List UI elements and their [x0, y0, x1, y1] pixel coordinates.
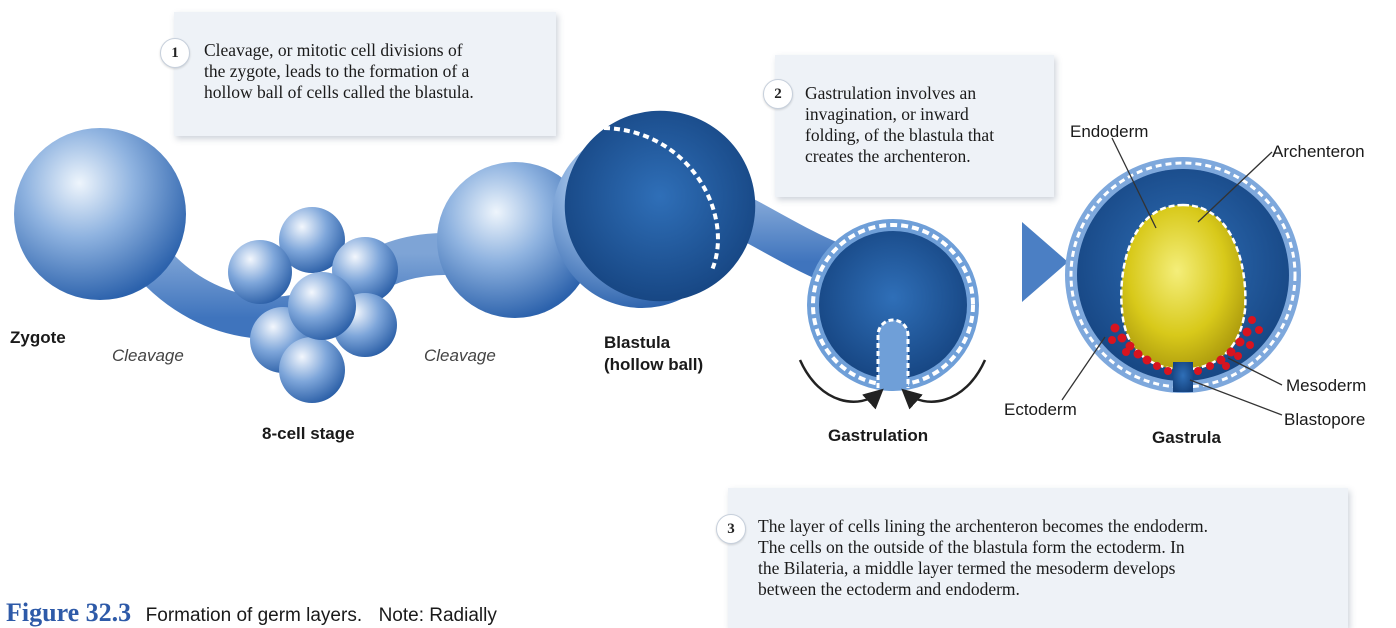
callout-3: 3 The layer of cells lining the archente… [728, 488, 1348, 628]
gastrula-label: Gastrula [1152, 428, 1221, 448]
blastula-label: Blastula (hollow ball) [604, 332, 703, 376]
blastula-pair [437, 111, 755, 318]
callout-2: 2 Gastrulation involves an invagination,… [775, 55, 1054, 197]
eight-cell-label: 8-cell stage [262, 424, 355, 444]
figure-number: Figure 32.3 [6, 598, 131, 627]
zygote-label: Zygote [10, 328, 66, 348]
cleavage-label-1: Cleavage [112, 346, 184, 366]
mesoderm-label: Mesoderm [1286, 376, 1366, 396]
figure-title: Formation of germ layers. [146, 605, 362, 626]
step-number: 1 [160, 38, 190, 68]
figure-caption: Figure 32.3 Formation of germ layers. No… [6, 598, 497, 628]
flow-arrow-icon [1022, 222, 1068, 302]
cleavage-label-2: Cleavage [424, 346, 496, 366]
zygote-sphere [14, 128, 186, 300]
blastopore-label: Blastopore [1284, 410, 1365, 430]
figure-note: Note: Radially [379, 605, 497, 626]
archenteron-yolk [1121, 205, 1245, 370]
step-number: 2 [763, 79, 793, 109]
callout-1: 1 Cleavage, or mitotic cell divisions of… [174, 12, 556, 136]
gastrula-embryo [1065, 157, 1301, 393]
callout-text: Cleavage, or mitotic cell divisions of t… [204, 40, 474, 103]
archenteron-label: Archenteron [1272, 142, 1365, 162]
callout-text: The layer of cells lining the archentero… [758, 516, 1208, 600]
endoderm-label: Endoderm [1070, 122, 1148, 142]
callout-text: Gastrulation involves an invagination, o… [805, 83, 994, 167]
gastrulation-label: Gastrulation [828, 426, 928, 446]
step-number: 3 [716, 514, 746, 544]
ectoderm-label: Ectoderm [1004, 400, 1077, 420]
